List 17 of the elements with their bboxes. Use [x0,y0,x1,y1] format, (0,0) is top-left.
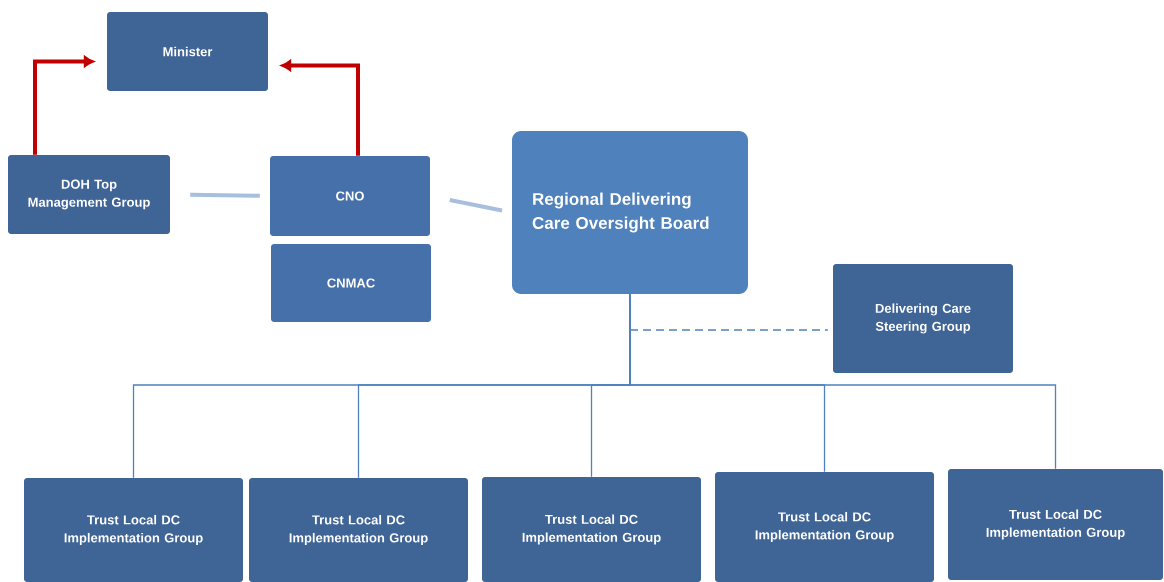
process-box: Trust Local DC Implementation Group [948,469,1163,580]
connector-line [629,293,1057,470]
process-box: Trust Local DC Implementation Group [715,472,934,582]
arrow [281,60,360,156]
process-box: Trust Local DC Implementation Group [24,478,243,582]
process-box: DOH Top Management Group [8,155,170,234]
arrow [33,56,94,155]
board-box: Regional Delivering Care Oversight Board [512,131,748,294]
process-box: Delivering Care Steering Group [833,264,1013,373]
connector-line [449,198,503,213]
process-box: Minister [107,12,268,91]
process-box: Trust Local DC Implementation Group [249,478,468,582]
process-box: CNO [270,156,430,236]
process-box: Trust Local DC Implementation Group [482,477,701,582]
process-box: CNMAC [271,244,431,322]
connector-line [629,329,829,331]
connector-line [190,192,260,198]
